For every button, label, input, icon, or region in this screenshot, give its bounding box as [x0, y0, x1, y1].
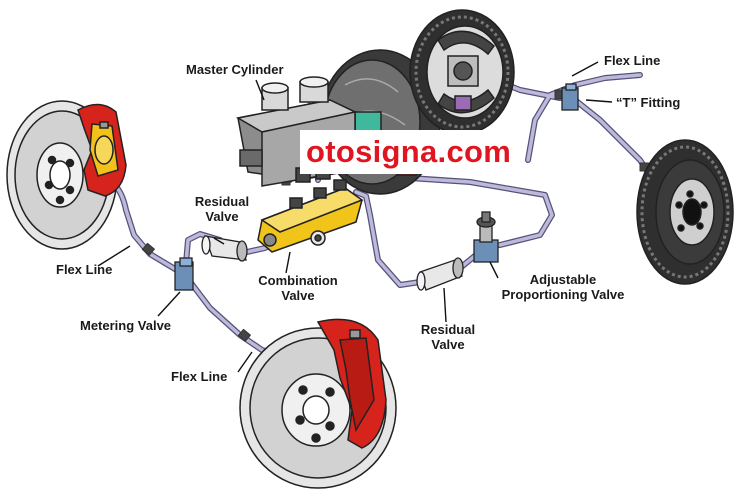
t-fitting-shape [561, 83, 579, 111]
rear-drum-right [636, 139, 734, 285]
residual-valve-left-shape [201, 235, 248, 262]
adjustable-proportioning-valve-shape [473, 211, 499, 263]
master-cylinder-label: Master Cylinder [186, 62, 284, 77]
watermark-text: otosigna.com [306, 134, 512, 169]
adjustable-proportioning-valve-label: Adjustable Proportioning Valve [501, 272, 625, 302]
metering-valve-label: Metering Valve [80, 318, 172, 333]
flex-line-left-label: Flex Line [56, 262, 113, 277]
combination-valve-shape [257, 179, 364, 253]
front-left-caliper [77, 103, 127, 197]
combination-valve-label: Combination Valve [258, 273, 338, 303]
front-right-caliper [316, 318, 387, 449]
rear-drum-top [409, 9, 515, 135]
watermark: otosigna.com [300, 130, 522, 174]
residual-valve-bottom-shape [416, 257, 464, 291]
metering-valve-shape [174, 257, 194, 291]
t-fitting-label: “T” Fitting [616, 95, 681, 110]
leader-lines [97, 61, 613, 373]
flex-line-bottom-label: Flex Line [171, 369, 228, 384]
flex-line-top-right-label: Flex Line [604, 53, 661, 68]
residual-valve-left-label: Residual Valve [194, 194, 250, 224]
residual-valve-bottom-label: Residual Valve [420, 322, 476, 352]
